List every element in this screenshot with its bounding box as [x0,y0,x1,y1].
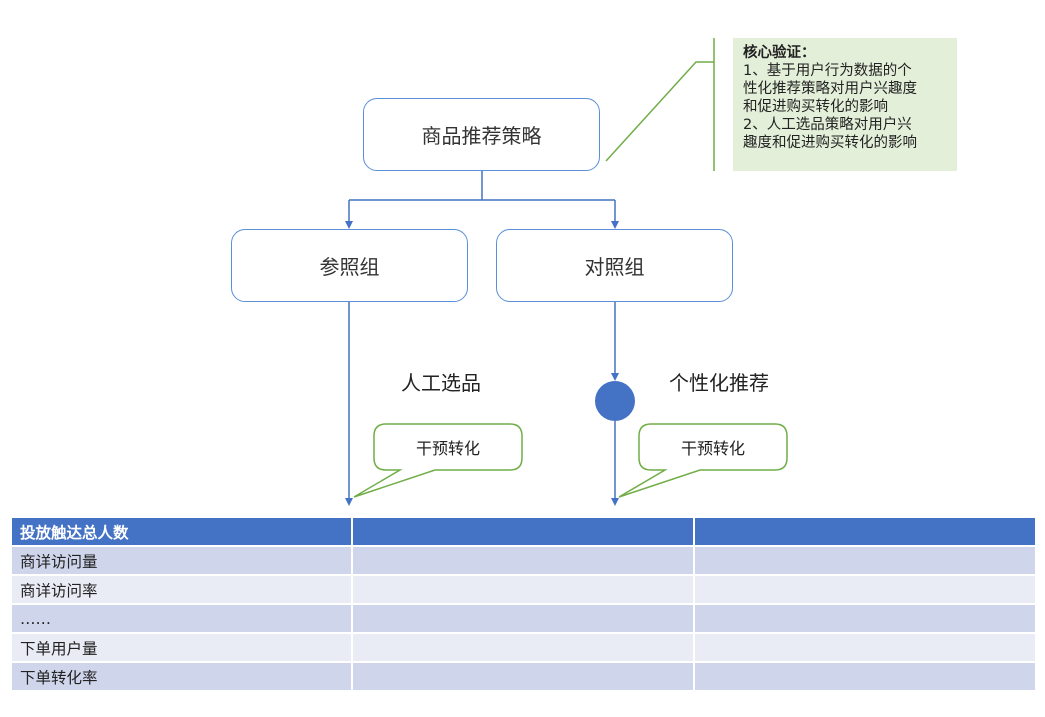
note-title: 核心验证： [743,45,816,61]
note-line: 和促进购买转化的影响 [743,99,888,115]
table-row: 商详访问量 [10,545,1037,576]
table-row: 商详访问率 [10,574,1037,605]
note-line: 2、人工选品策略对用户兴 [743,117,912,133]
metrics-table: 投放触达总人数 商详访问量 商详访问率 …… 下单用户量 下单转化率 [10,516,1037,692]
table-row: …… [10,603,1037,634]
table-cell [351,603,695,634]
table-cell: 下单转化率 [10,661,353,692]
note-connector [605,61,714,162]
note-line: 趣度和促进购买转化的影响 [743,135,917,151]
branch-a-label: 人工选品 [401,371,481,395]
table-cell [693,661,1037,692]
table-cell [693,603,1037,634]
table-cell [351,632,695,663]
callout-b-shape [618,423,788,498]
root-strategy-label: 商品推荐策略 [421,124,542,148]
header-cell: 投放触达总人数 [10,516,353,547]
note-line: 1、基于用户行为数据的个 [743,63,912,79]
table-cell [693,574,1037,605]
group-a-box: 参照组 [231,229,468,302]
table-cell: …… [10,603,353,634]
table-cell: 商详访问量 [10,545,353,576]
table-cell [693,545,1037,576]
table-cell [693,632,1037,663]
note-line: 性化推荐策略对用户兴趣度 [743,81,917,97]
table-cell: 下单用户量 [10,632,353,663]
table-cell [351,574,695,605]
group-b-box: 对照组 [496,229,733,302]
callout-b-text: 干预转化 [680,439,745,458]
header-cell [351,516,695,547]
intervention-node [595,381,635,421]
core-validation-note: 核心验证： 1、基于用户行为数据的个 性化推荐策略对用户兴趣度 和促进购买转化的… [733,38,957,171]
table-cell [351,661,695,692]
table-cell [351,545,695,576]
table-cell: 商详访问率 [10,574,353,605]
table-row: 下单转化率 [10,661,1037,692]
group-b-label: 对照组 [584,255,645,279]
branch-b-label: 个性化推荐 [669,371,769,395]
table-header-row: 投放触达总人数 [10,516,1037,547]
header-cell [693,516,1037,547]
root-strategy-box: 商品推荐策略 [363,98,600,171]
group-a-label: 参照组 [319,255,380,279]
callout-a-text: 干预转化 [415,439,480,458]
callout-a-shape [353,423,523,498]
table-row: 下单用户量 [10,632,1037,663]
